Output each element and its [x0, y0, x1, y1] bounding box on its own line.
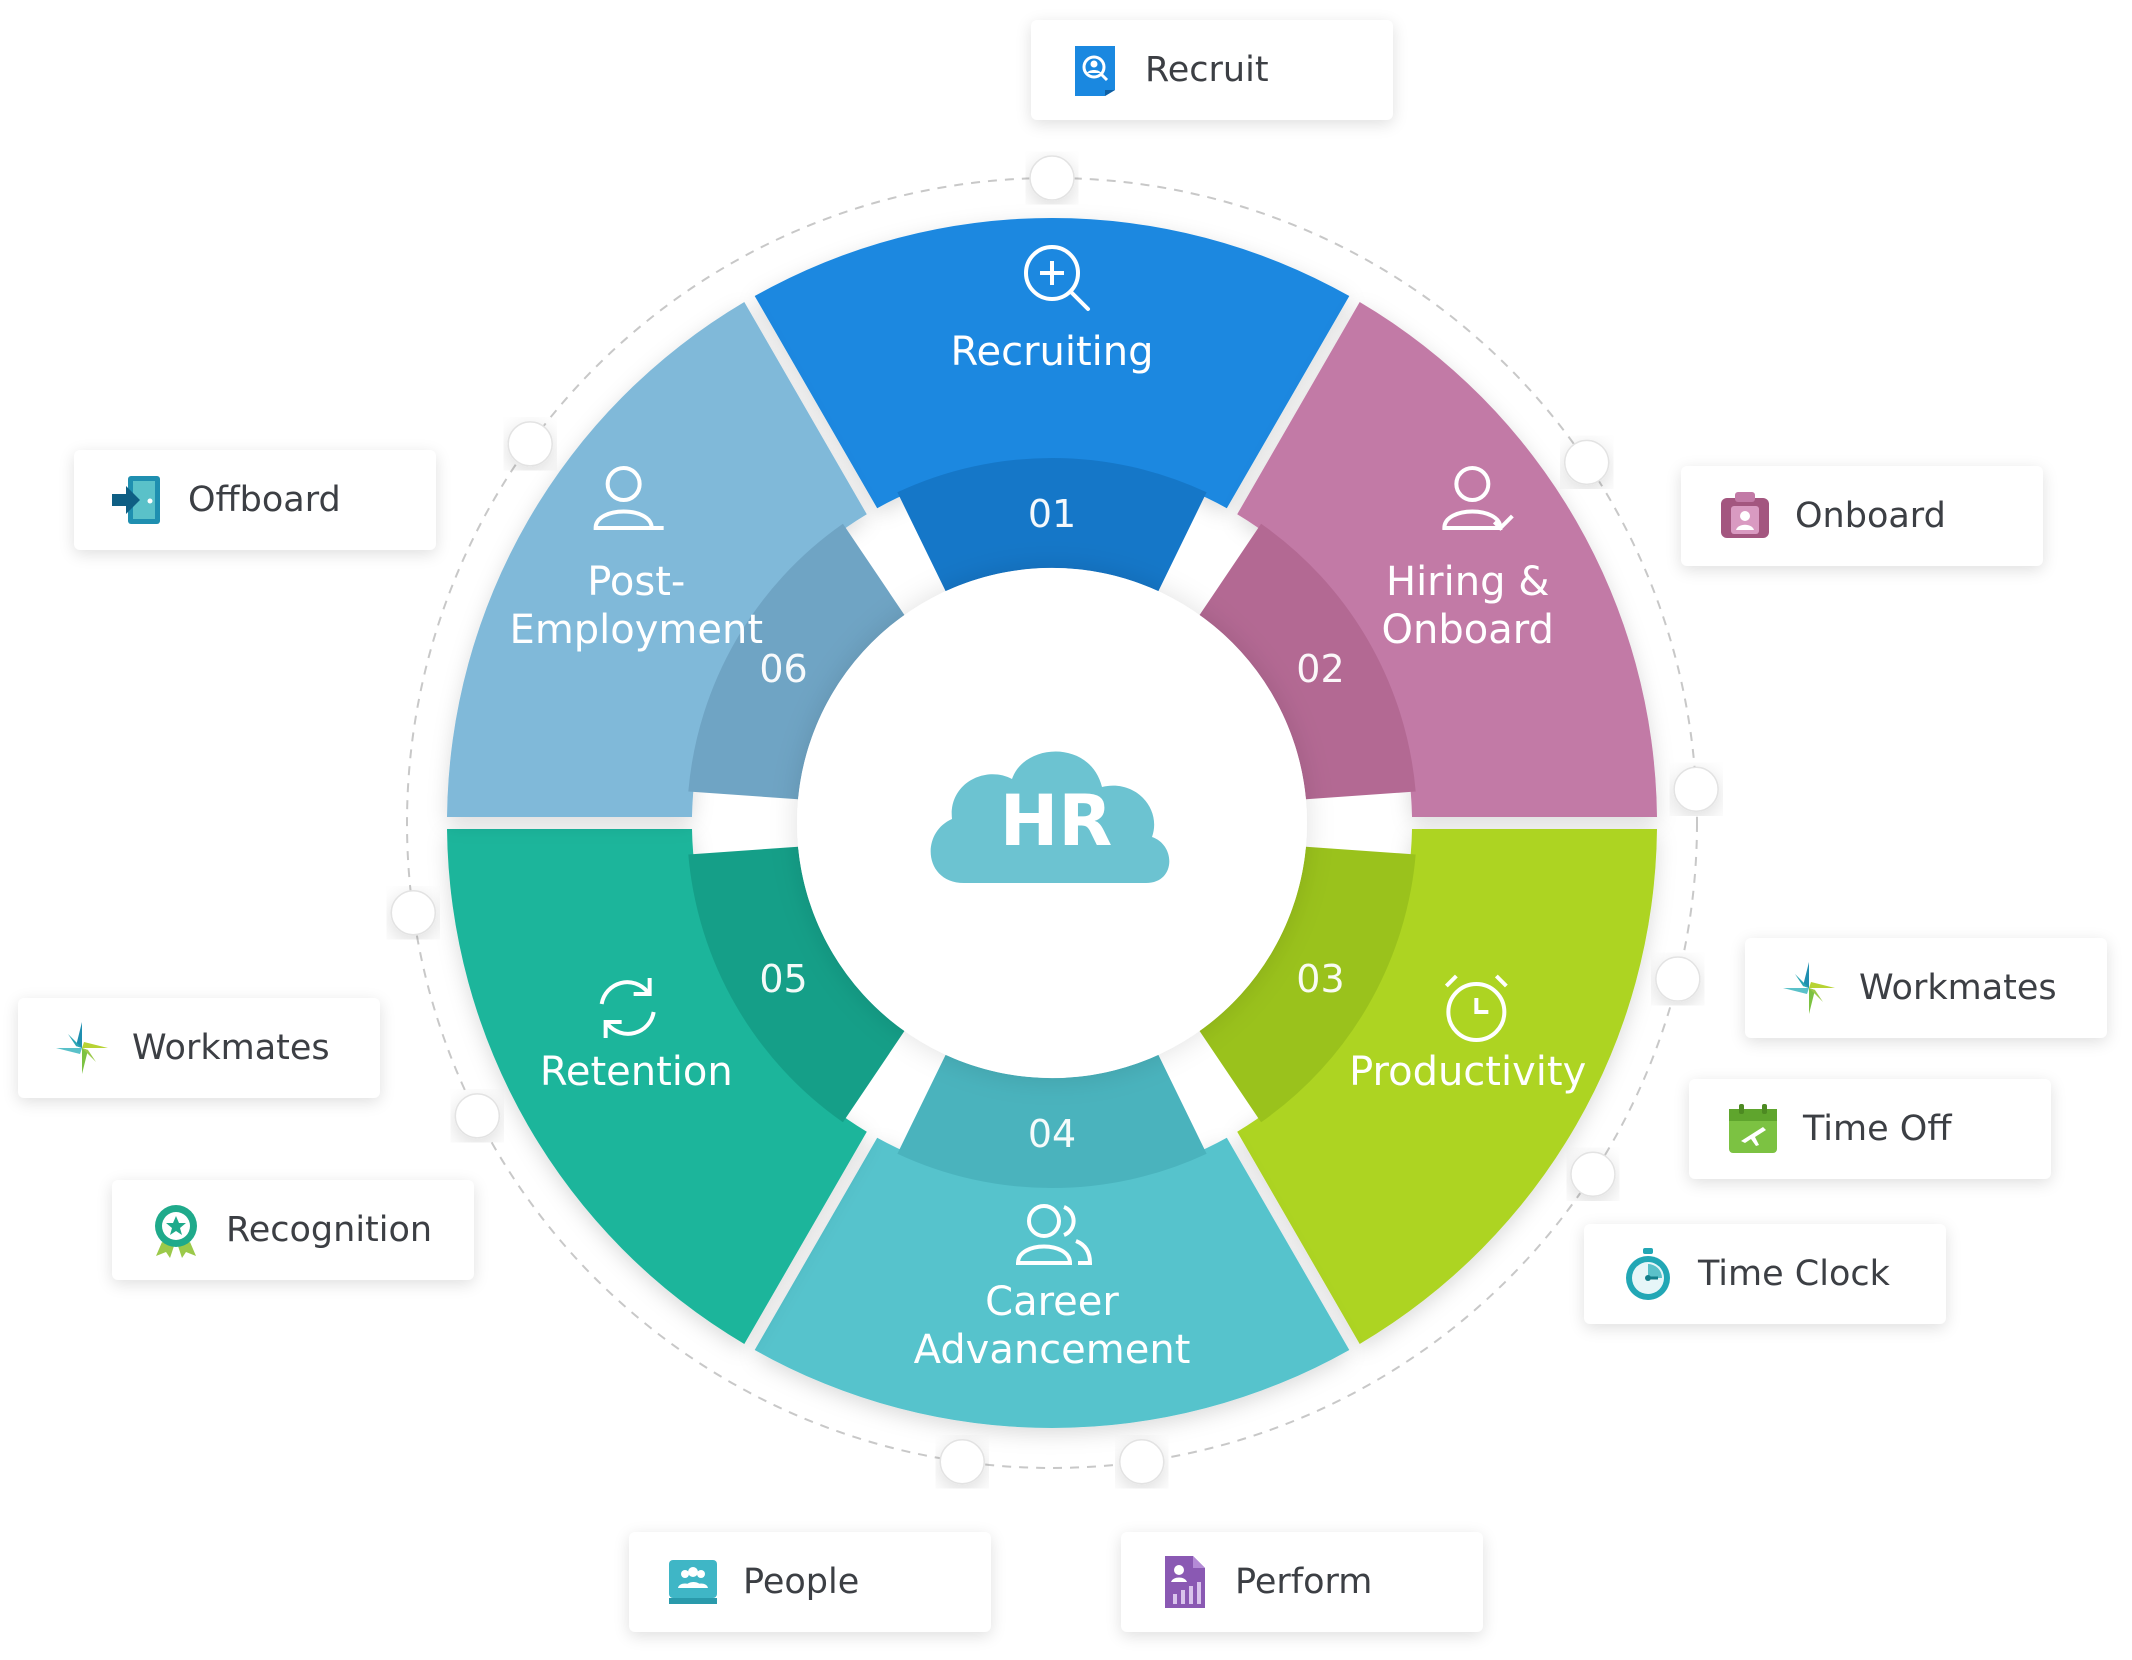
- segment-label: Productivity: [1349, 1049, 1586, 1095]
- app-card-time-clock[interactable]: Time Clock: [1584, 1224, 1946, 1324]
- segment-number: 04: [1028, 1112, 1076, 1156]
- segment-label: Hiring &: [1386, 559, 1549, 605]
- segment-label: Onboard: [1382, 607, 1554, 653]
- segment-number: 05: [759, 957, 807, 1001]
- segment-number: 06: [759, 647, 807, 691]
- connector-dot: [1673, 766, 1719, 812]
- hr-cloud-icon: [930, 751, 1170, 883]
- app-label: Onboard: [1795, 496, 1946, 536]
- app-card-offboard[interactable]: Offboard: [74, 450, 436, 550]
- offboard-icon: [110, 472, 166, 528]
- segment-post-employment[interactable]: 06 Post-Employment: [447, 302, 905, 817]
- app-label: Recognition: [226, 1210, 433, 1250]
- app-label: Time Clock: [1698, 1254, 1890, 1294]
- refresh-icon: [599, 978, 656, 1038]
- app-card-time-off[interactable]: Time Off: [1689, 1079, 2051, 1179]
- app-card-onboard[interactable]: Onboard: [1681, 466, 2043, 566]
- recruit-icon: [1067, 42, 1123, 98]
- segment-outer-band: [1237, 829, 1657, 1344]
- segment-label: Retention: [540, 1049, 733, 1095]
- orbit-ring: [406, 177, 1698, 1469]
- perform-icon: [1157, 1554, 1213, 1610]
- recognition-icon: [148, 1202, 204, 1258]
- connector-dot: [454, 1093, 501, 1139]
- connector-dot: [1563, 439, 1610, 486]
- hr-center-label: HR: [1000, 780, 1113, 862]
- segment-outer-band: [447, 302, 867, 817]
- people-icon: [665, 1554, 721, 1610]
- segment-label: Advancement: [914, 1327, 1191, 1373]
- segment-label: Post-: [587, 559, 685, 605]
- segment-inner-band: [688, 846, 905, 1123]
- segment-inner-band: [897, 457, 1207, 592]
- connector-dot: [390, 890, 437, 936]
- alarm-clock-icon: [1444, 974, 1508, 1042]
- app-label: Workmates: [1859, 968, 2057, 1008]
- user-check-icon: [1442, 466, 1514, 531]
- segment-inner-band: [1199, 846, 1416, 1123]
- segment-recruiting[interactable]: 01 Recruiting: [754, 217, 1350, 592]
- connector-dot: [507, 421, 553, 467]
- segment-inner-band: [688, 523, 905, 800]
- connector-dot: [1655, 956, 1701, 1002]
- workmates-icon: [54, 1020, 110, 1076]
- segment-number: 01: [1028, 492, 1076, 536]
- segment-outer-band: [1237, 302, 1657, 817]
- time-clock-icon: [1620, 1246, 1676, 1302]
- connector-dot: [1570, 1151, 1616, 1198]
- app-card-perform[interactable]: Perform: [1121, 1532, 1483, 1632]
- segment-label: Recruiting: [950, 329, 1153, 375]
- segment-outer-band: [754, 217, 1350, 509]
- segment-label: Employment: [510, 607, 764, 653]
- onboard-icon: [1717, 488, 1773, 544]
- connector-dot: [939, 1438, 985, 1485]
- connector-dot: [1119, 1438, 1165, 1485]
- connector-dot: [1029, 155, 1075, 201]
- app-card-workmates-right[interactable]: Workmates: [1745, 938, 2107, 1038]
- segment-number: 03: [1296, 957, 1344, 1001]
- segment-number: 02: [1296, 647, 1344, 691]
- app-label: Perform: [1235, 1562, 1373, 1602]
- app-label: Time Off: [1803, 1109, 1952, 1149]
- segment-outer-band: [754, 1137, 1350, 1429]
- segment-label: Career: [985, 1279, 1119, 1325]
- time-off-icon: [1725, 1101, 1781, 1157]
- app-label: Workmates: [132, 1028, 330, 1068]
- segment-outer-band: [447, 829, 867, 1344]
- app-label: Recruit: [1145, 50, 1269, 90]
- app-card-recognition[interactable]: Recognition: [112, 1180, 474, 1280]
- users-icon: [1015, 1204, 1093, 1265]
- segment-hiring-onboard[interactable]: 02 Hiring &Onboard: [1199, 302, 1657, 817]
- app-card-recruit[interactable]: Recruit: [1031, 20, 1393, 120]
- app-label: People: [743, 1562, 860, 1602]
- workmates-icon: [1781, 960, 1837, 1016]
- search-plus-icon: [1024, 245, 1090, 311]
- segment-inner-band: [1199, 523, 1416, 800]
- app-card-workmates-left[interactable]: Workmates: [18, 998, 380, 1098]
- app-card-people[interactable]: People: [629, 1532, 991, 1632]
- segment-inner-band: [897, 1054, 1207, 1189]
- app-label: Offboard: [188, 480, 341, 520]
- user-minus-icon: [593, 466, 664, 530]
